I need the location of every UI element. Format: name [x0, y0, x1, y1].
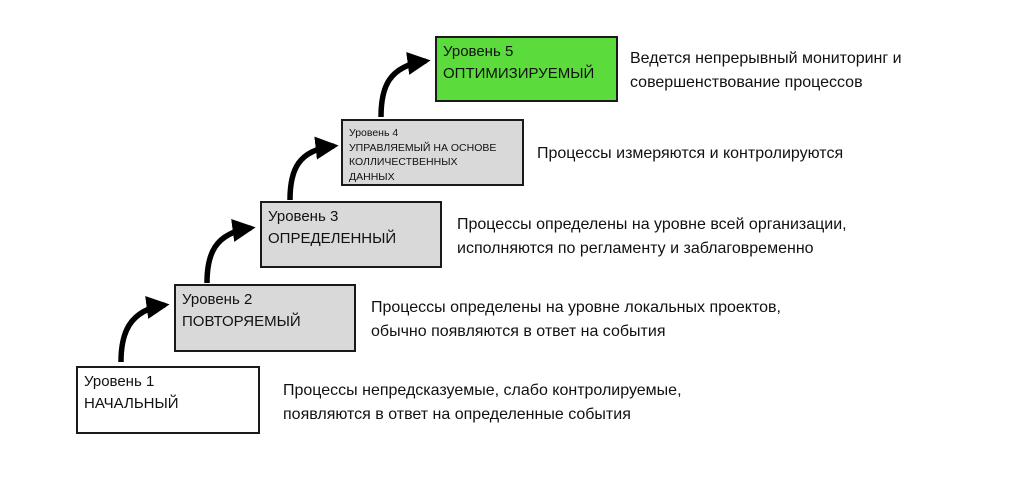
level-3-box: Уровень 3 ОПРЕДЕЛЕННЫЙ — [260, 201, 442, 268]
level-3-label: Уровень 3 — [268, 208, 339, 225]
level-3-description: Процессы определены на уровне всей орган… — [457, 213, 847, 261]
level-4-name-line: КОЛЛИЧЕСТВЕННЫХ — [349, 156, 458, 169]
level-5-box: Уровень 5 ОПТИМИЗИРУЕМЫЙ — [435, 36, 618, 102]
level-3-description-line: Процессы определены на уровне всей орган… — [457, 216, 847, 233]
level-2-description: Процессы определены на уровне локальных … — [371, 296, 781, 344]
level-1-description-line: появляются в ответ на определенные событ… — [283, 406, 631, 423]
level-4-label: Уровень 4 — [349, 127, 399, 139]
level-5-label: Уровень 5 — [443, 43, 514, 60]
level-1-name: НАЧАЛЬНЫЙ — [84, 394, 179, 412]
level-1-description-line: Процессы непредсказуемые, слабо контроли… — [283, 382, 682, 399]
arrow-3-to-4 — [287, 136, 339, 201]
level-1-label: Уровень 1 — [84, 373, 155, 390]
level-5-description-line: совершенствование процессов — [630, 74, 863, 91]
arrow-1-to-2 — [118, 296, 170, 363]
level-3-name: ОПРЕДЕЛЕННЫЙ — [268, 229, 397, 247]
level-3-description-line: исполняются по регламенту и заблаговреме… — [457, 240, 814, 257]
level-4-description: Процессы измеряются и контролируются — [537, 142, 843, 166]
level-4-name-line: УПРАВЛЯЕМЫЙ НА ОСНОВЕ — [349, 141, 497, 154]
level-4-box: Уровень 4 УПРАВЛЯЕМЫЙ НА ОСНОВЕ КОЛЛИЧЕС… — [341, 119, 524, 186]
level-1-box: Уровень 1 НАЧАЛЬНЫЙ — [76, 366, 260, 434]
level-5-name: ОПТИМИЗИРУЕМЫЙ — [443, 64, 595, 82]
level-2-box: Уровень 2 ПОВТОРЯЕМЫЙ — [174, 284, 356, 352]
level-5-description-line: Ведется непрерывный мониторинг и — [630, 50, 902, 67]
level-4-description-line: Процессы измеряются и контролируются — [537, 145, 844, 162]
level-2-description-line: Процессы определены на уровне локальных … — [371, 299, 781, 316]
level-2-label: Уровень 2 — [182, 291, 253, 308]
level-2-name: ПОВТОРЯЕМЫЙ — [182, 312, 301, 330]
level-4-name-line: ДАННЫХ — [349, 171, 395, 184]
arrow-4-to-5 — [378, 51, 431, 118]
level-1-description: Процессы непредсказуемые, слабо контроли… — [283, 379, 682, 427]
level-5-description: Ведется непрерывный мониторинг и соверше… — [630, 47, 902, 95]
level-2-description-line: обычно появляются в ответ на события — [371, 323, 666, 340]
arrow-2-to-3 — [204, 219, 256, 284]
